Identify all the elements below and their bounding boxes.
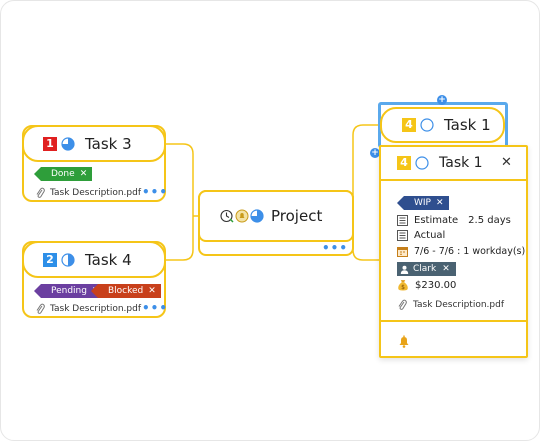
tag-blocked[interactable]: Blocked ✕: [91, 284, 161, 298]
assignee-chip[interactable]: Clark ✕: [397, 262, 456, 276]
list-icon: [397, 230, 408, 241]
bell-icon[interactable]: [398, 335, 410, 348]
tag-pending-label: Pending: [51, 286, 87, 296]
paperclip-icon: [36, 187, 45, 198]
attachment-name: Task Description.pdf: [50, 304, 141, 314]
cost-row[interactable]: $ $230.00: [397, 279, 456, 291]
task-4-title-pill[interactable]: 2 Task 4: [22, 241, 166, 278]
svg-text:$: $: [401, 284, 405, 291]
task-1-details-panel: 4 Task 1 ✕ WIP ✕ Estimate 2.5 days Actual…: [379, 145, 528, 358]
priority-1-icon: 1: [43, 136, 57, 151]
paperclip-icon: [36, 303, 45, 314]
date-row[interactable]: 7/6 - 7/6 : 1 workday(s): [397, 246, 525, 257]
tag-done[interactable]: Done ✕: [33, 167, 93, 181]
progress-empty-icon: [420, 118, 434, 132]
cost-value: $230.00: [415, 279, 457, 291]
task-3-title: Task 3: [85, 134, 132, 153]
close-icon[interactable]: ✕: [501, 155, 512, 170]
attachment-name: Task Description.pdf: [413, 300, 504, 310]
progress-quarter-icon: [61, 136, 75, 151]
task-4-attachment[interactable]: Task Description.pdf: [35, 303, 141, 315]
tag-wip-label: WIP: [414, 198, 431, 208]
add-child-left-icon[interactable]: +: [370, 148, 380, 158]
task-3-more-button[interactable]: •••: [142, 185, 169, 199]
estimate-value: 2.5 days: [468, 215, 511, 226]
task-4-more-button[interactable]: •••: [142, 301, 169, 315]
priority-4-icon: 4: [402, 118, 416, 132]
priority-4-icon: 4: [397, 156, 411, 170]
actual-label: Actual: [414, 230, 446, 241]
date-range: 7/6 - 7/6 : 1 workday(s): [414, 246, 526, 257]
task-1-node[interactable]: 4 Task 1: [380, 107, 505, 143]
project-more-button[interactable]: •••: [322, 241, 349, 255]
panel-title: Task 1: [439, 155, 483, 171]
estimate-label: Estimate: [414, 215, 459, 226]
task-3-attachment[interactable]: Task Description.pdf: [35, 187, 141, 199]
project-title: Project: [271, 207, 323, 225]
panel-divider: [381, 320, 526, 322]
task-4-title: Task 4: [85, 250, 132, 269]
add-child-top-icon[interactable]: +: [437, 95, 447, 105]
list-icon: [397, 215, 408, 226]
calendar-icon: [397, 247, 408, 257]
panel-header: 4 Task 1: [381, 147, 526, 181]
paperclip-icon: [398, 299, 407, 310]
progress-empty-icon: [415, 156, 429, 170]
remove-tag-icon[interactable]: ✕: [435, 198, 444, 208]
estimate-row[interactable]: Estimate 2.5 days: [397, 215, 511, 226]
attachment-name: Task Description.pdf: [50, 188, 141, 198]
progress-half-icon: [61, 252, 75, 267]
tag-blocked-label: Blocked: [108, 286, 144, 296]
remove-assignee-icon[interactable]: ✕: [442, 264, 450, 274]
remove-tag-icon[interactable]: ✕: [79, 169, 88, 179]
panel-attachment[interactable]: Task Description.pdf: [397, 299, 504, 311]
user-icon: [400, 265, 409, 274]
money-bag-icon: $: [398, 280, 408, 291]
task-1-node-title: Task 1: [444, 116, 491, 134]
remove-tag-icon[interactable]: ✕: [148, 286, 156, 296]
progress-three-quarter-icon: [250, 209, 264, 223]
tag-wip[interactable]: WIP ✕: [397, 196, 449, 210]
task-3-title-pill[interactable]: 1 Task 3: [22, 125, 166, 162]
project-root-title-area[interactable]: Project: [198, 190, 354, 242]
actual-row[interactable]: Actual: [397, 230, 445, 241]
tag-done-label: Done: [51, 169, 75, 179]
priority-2-icon: 2: [43, 252, 57, 267]
schedule-icon: [220, 209, 234, 223]
reminder-bell-icon: [235, 209, 249, 223]
assignee-name: Clark: [413, 264, 437, 274]
